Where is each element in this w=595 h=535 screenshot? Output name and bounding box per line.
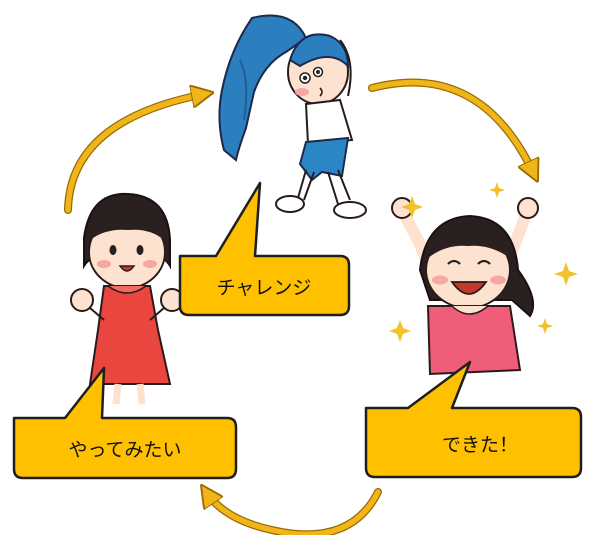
label-challenge: チャレンジ (217, 277, 312, 299)
bubble-did-it: できた！ (364, 360, 583, 479)
label-did-it: できた！ (442, 434, 518, 456)
arrow-top-to-right (368, 78, 534, 174)
girl-eager-icon (70, 192, 184, 405)
label-want-to-try: やってみたい (68, 439, 181, 461)
bubble-challenge: チャレンジ (178, 181, 351, 317)
girl-cheering-icon (389, 182, 578, 376)
arrow-left-to-top (64, 94, 205, 214)
arrow-right-to-left (206, 492, 382, 535)
child-stretching-icon (218, 14, 367, 219)
bubble-want-to-try: やってみたい (12, 366, 238, 480)
